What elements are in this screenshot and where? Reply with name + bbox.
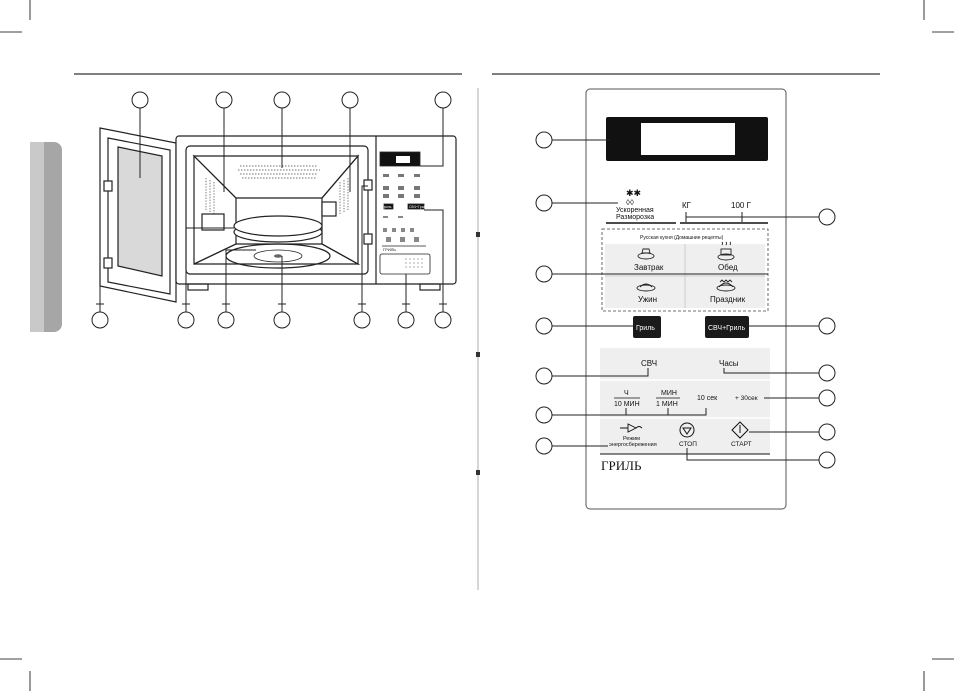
side-tab [30, 142, 62, 332]
control-panel: ✱✱ ◊◊ Ускоренная Разморозка КГ 100 Г Рус… [586, 89, 786, 509]
one-min-button[interactable]: 1 МИН [656, 401, 678, 408]
waveguide-cover-right [322, 202, 336, 216]
ten-min-button[interactable]: 10 МИН [614, 401, 640, 408]
column-divider [476, 88, 480, 590]
oven-speaker-grille [380, 254, 430, 274]
min-label: МИН [661, 390, 677, 397]
clock-button[interactable]: Часы [719, 359, 739, 368]
kg-label: КГ [682, 201, 692, 210]
recipe-holiday[interactable]: Праздник [710, 295, 746, 304]
recipe-breakfast[interactable]: Завтрак [634, 263, 664, 272]
oven-door [100, 128, 176, 302]
door-latch [364, 180, 372, 190]
grill-button-label: Гриль [636, 325, 655, 332]
combo-button-label: СВЧ+Гриль [708, 325, 745, 332]
ten-sec-button[interactable]: 10 сек [697, 395, 718, 402]
defrost-label-1: Ускоренная [616, 207, 654, 214]
stop-label: СТОП [679, 441, 697, 448]
recipe-dinner[interactable]: Ужин [638, 295, 657, 304]
start-label: СТАРТ [731, 441, 752, 448]
door-latch-lower [364, 234, 372, 244]
plus30-button[interactable]: + 30сек [735, 395, 758, 402]
panel-brand: ГРИЛЬ [601, 458, 642, 473]
microwave-button[interactable]: СВЧ [641, 359, 657, 368]
display-screen [641, 123, 735, 155]
oven-combo-label: СВЧ+Гриль [409, 205, 428, 209]
100g-label: 100 Г [731, 201, 752, 210]
oven-brand-label: ГРИЛЬ [383, 247, 396, 252]
snowflake-icon: ✱✱ [626, 188, 641, 198]
eco-label-2[interactable]: энергосбережения [609, 442, 657, 448]
drops-icon: ◊◊ [626, 198, 634, 207]
recipes-header: Русская кухня (Домашние рецепты) [640, 235, 724, 241]
hour-label: Ч [624, 390, 629, 397]
recipe-lunch[interactable]: Обед [718, 263, 738, 272]
microwave-illustration [100, 128, 456, 302]
defrost-label-2: Разморозка [616, 214, 654, 221]
oven-grill-label: Гриль [382, 205, 392, 209]
